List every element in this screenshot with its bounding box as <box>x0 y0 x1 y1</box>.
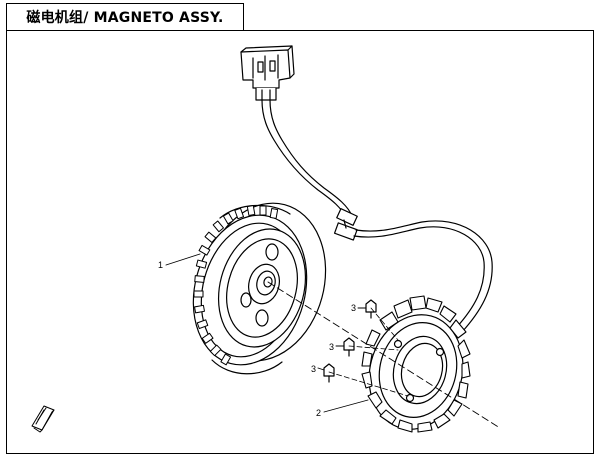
wire-connector <box>240 45 295 101</box>
title-box: 磁电机组/ MAGNETO ASSY. <box>6 3 244 31</box>
callout-2: 2 <box>316 408 321 418</box>
wire-harness <box>261 99 493 333</box>
diagram-frame <box>6 30 594 454</box>
leader-1 <box>165 253 201 266</box>
assembly-axis <box>267 281 501 429</box>
callout-1: 1 <box>158 260 163 270</box>
leader-2 <box>323 399 369 413</box>
callout-3-upper: 3 <box>351 303 356 313</box>
flywheel <box>192 202 327 375</box>
stator <box>361 295 471 433</box>
diagram-title: 磁电机组/ MAGNETO ASSY. <box>26 10 224 26</box>
bolt-middle <box>343 337 355 357</box>
orientation-marker-icon <box>31 405 55 433</box>
bolt-upper <box>365 299 377 319</box>
callout-3-lower: 3 <box>311 364 316 374</box>
callout-3-middle: 3 <box>329 342 334 352</box>
